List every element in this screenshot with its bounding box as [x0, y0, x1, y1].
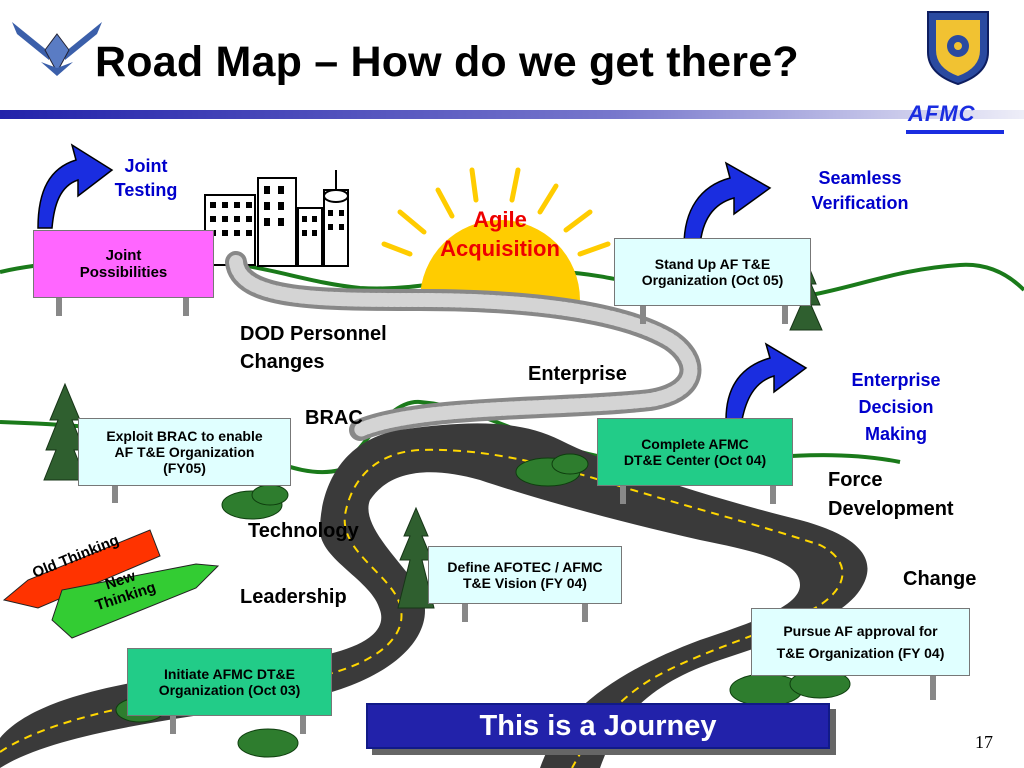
afmc-logo-underline: [906, 130, 1004, 134]
sign-define-afotec: Define AFOTEC / AFMC T&E Vision (FY 04): [428, 546, 622, 604]
title-rule: [0, 110, 1024, 119]
label-technology: Technology: [248, 520, 359, 542]
sign-exploit-brac: Exploit BRAC to enable AF T&E Organizati…: [78, 418, 291, 486]
thinking-arrows: [2, 529, 220, 639]
goal-joint-testing: Joint Testing: [114, 156, 178, 201]
goal-agile-acquisition: Agile Acquisition: [440, 207, 560, 261]
page-title: Road Map – How do we get there?: [95, 38, 799, 86]
afmc-shield: [927, 11, 989, 86]
sign-joint-possibilities: Joint Possibilities: [33, 230, 214, 298]
old-thinking-arrow: [2, 529, 161, 609]
afmc-logo-text: AFMC: [908, 101, 976, 126]
page-number: 17: [975, 732, 993, 752]
journey-banner: This is a Journey: [366, 703, 830, 749]
new-thinking-arrow: [51, 563, 220, 639]
sun-icon: [381, 167, 611, 300]
sign-initiate-afmc: Initiate AFMC DT&E Organization (Oct 03): [127, 648, 332, 716]
label-enterprise: Enterprise: [528, 363, 627, 385]
sign-pursue-af-approval: Pursue AF approval for T&E Organization …: [751, 608, 970, 676]
city-windows: [210, 186, 344, 236]
air-force-logo: [12, 22, 102, 76]
label-change: Change: [903, 568, 977, 590]
goal-seamless-verification: Seamless Verification: [811, 168, 909, 214]
label-force-development: Force Development: [828, 469, 954, 520]
curved-arrow-icon: [37, 143, 808, 421]
label-leadership: Leadership: [240, 586, 347, 608]
goal-enterprise-decision-making: Enterprise Decision Making: [851, 370, 941, 444]
sign-complete-afmc: Complete AFMC DT&E Center (Oct 04): [597, 418, 793, 486]
label-dod-personnel-changes: DOD Personnel Changes: [240, 323, 387, 373]
sign-stand-up-organization: Stand Up AF T&E Organization (Oct 05): [614, 238, 811, 306]
label-brac: BRAC: [305, 407, 363, 429]
